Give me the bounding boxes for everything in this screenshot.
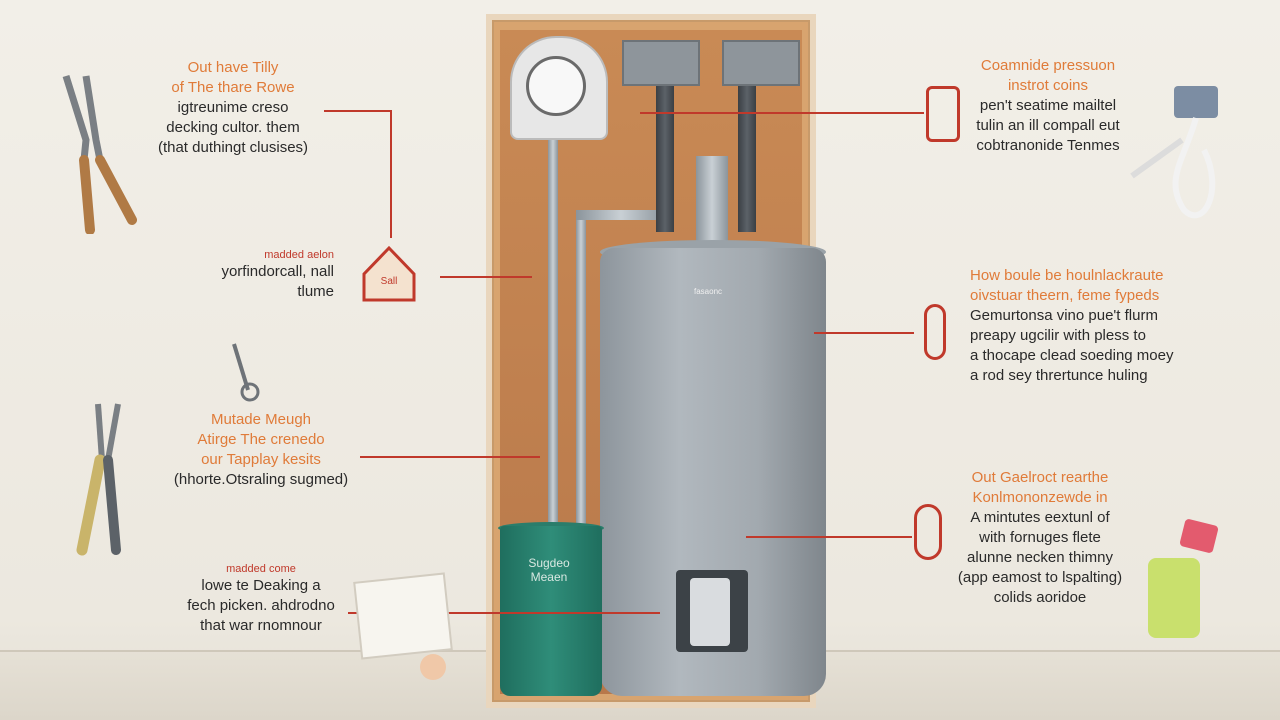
supply-pipe-horizontal bbox=[576, 210, 666, 220]
leak-detector-bottle-icon bbox=[1148, 519, 1219, 638]
bucket-label-line1: Sugdeo bbox=[528, 556, 570, 570]
callout-lower-left: Mutade Meugh Atirge The crenedo our Tapp… bbox=[166, 410, 356, 490]
callout-lower-left-title-2: Atirge The crenedo bbox=[197, 431, 325, 448]
connector-line-mid-left bbox=[440, 276, 532, 278]
wire-stripper-icon bbox=[76, 403, 121, 556]
connector-line-top-left-h bbox=[324, 110, 392, 112]
callout-bottom-left-body-2: fech picken. ahdrodno bbox=[187, 597, 335, 614]
flue-vent bbox=[696, 156, 728, 242]
callout-bottom-left-small: madded come bbox=[226, 563, 296, 575]
drain-bucket bbox=[500, 526, 602, 696]
connector-line-top-left-v bbox=[390, 110, 392, 238]
shutoff-valve-right bbox=[722, 40, 800, 86]
callout-top-left-body-1: igtreunime creso bbox=[177, 99, 289, 116]
callout-top-right-body-3: cobtranonide Tenmes bbox=[976, 137, 1120, 154]
hose-clamp-icon bbox=[1130, 86, 1218, 219]
instruction-sheet-icon bbox=[353, 572, 453, 660]
callout-mid-right-title-2: oivstuar theern, feme fypeds bbox=[970, 287, 1160, 304]
valve-symbol-icon bbox=[926, 86, 960, 142]
bucket-label: Sugdeo Meaen bbox=[516, 556, 582, 584]
callout-bottom-left-body-3: that war rnomnour bbox=[200, 617, 322, 634]
callout-mid-right-body-3: a thocape clead soeding moey bbox=[970, 347, 1174, 364]
thermostat-cover bbox=[690, 578, 730, 646]
callout-mid-left-body-2: tlume bbox=[297, 283, 334, 300]
callout-lower-right-body-3: alunne necken thimny bbox=[967, 549, 1113, 566]
callout-lower-left-body-1: (hhorte.Otsraling sugmed) bbox=[173, 471, 349, 488]
callout-mid-left-small: madded aelon bbox=[264, 249, 334, 261]
callout-lower-right-body-5: colids aoridoe bbox=[993, 589, 1087, 606]
callout-top-left-title-2: of The thare Rowe bbox=[171, 79, 295, 96]
supply-pipe-vertical bbox=[576, 210, 586, 530]
callout-mid-right-body-1: Gemurtonsa vino pue't flurm bbox=[970, 307, 1158, 324]
warning-house-icon: Sall bbox=[362, 245, 416, 302]
callout-lower-right-title-1: Out Gaelroct rearthe bbox=[971, 469, 1109, 486]
connector-line-mid-right bbox=[814, 332, 914, 334]
callout-lower-right-body-2: with fornuges flete bbox=[979, 529, 1101, 546]
callout-top-right: Coamnide pressuon instrot coins pen't se… bbox=[968, 56, 1128, 156]
wrench-icon bbox=[232, 343, 260, 402]
cold-inlet-pipe bbox=[656, 82, 674, 232]
callout-mid-right-body-2: preapy ugcilir with pless to bbox=[970, 327, 1146, 344]
connector-line-top-right bbox=[640, 112, 924, 114]
callout-mid-right: How boule be houlnlackraute oivstuar the… bbox=[970, 266, 1230, 386]
thermometer-icon bbox=[924, 304, 946, 360]
callout-lower-right-body-4: (app eamost to lspalting) bbox=[957, 569, 1123, 586]
pressure-gauge-icon bbox=[526, 56, 586, 116]
pliers-icon bbox=[62, 74, 137, 234]
callout-top-left-body-2: decking cultor. them bbox=[166, 119, 300, 136]
egg-ball-icon bbox=[420, 654, 446, 680]
callout-top-left: Out have Tilly of The thare Rowe igtreun… bbox=[148, 58, 318, 158]
callout-top-right-title-2: instrot coins bbox=[1007, 77, 1089, 94]
callout-mid-left: madded aelon yorfindorcall, nall tlume bbox=[214, 248, 334, 302]
callout-mid-left-body-1: yorfindorcall, nall bbox=[221, 263, 334, 280]
callout-top-right-title-1: Coamnide pressuon bbox=[980, 57, 1116, 74]
callout-bottom-left: madded come lowe te Deaking a fech picke… bbox=[176, 562, 346, 636]
anode-rod-icon bbox=[914, 504, 942, 560]
callout-mid-right-title-1: How boule be houlnlackraute bbox=[970, 267, 1164, 284]
connector-line-lower-right bbox=[746, 536, 912, 538]
warning-house-label: Sall bbox=[381, 276, 398, 287]
callout-top-right-body-1: pen't seatime mailtel bbox=[979, 97, 1117, 114]
callout-lower-left-title-1: Mutade Meugh bbox=[210, 411, 312, 428]
callout-lower-right-body-1: A mintutes eextunl of bbox=[970, 509, 1110, 526]
hot-outlet-pipe bbox=[738, 82, 756, 232]
connector-line-lower-left bbox=[360, 456, 540, 458]
callout-mid-right-body-4: a rod sey thrertunce huling bbox=[970, 367, 1148, 384]
callout-lower-right-title-2: Konlmononzewde in bbox=[972, 489, 1108, 506]
bucket-label-line2: Meaen bbox=[530, 570, 568, 584]
callout-top-right-body-2: tulin an ill compall eut bbox=[976, 117, 1120, 134]
callout-lower-left-title-3: our Tapplay kesits bbox=[201, 451, 321, 468]
brand-label: fasaonc bbox=[694, 287, 723, 296]
callout-top-left-body-3: (that duthingt clusises) bbox=[157, 139, 309, 156]
callout-bottom-left-body-1: lowe te Deaking a bbox=[201, 577, 321, 594]
connector-line-bottom-left bbox=[348, 612, 660, 614]
callout-lower-right: Out Gaelroct rearthe Konlmononzewde in A… bbox=[950, 468, 1130, 608]
shutoff-valve-left bbox=[622, 40, 700, 86]
callout-top-left-title-1: Out have Tilly bbox=[187, 59, 279, 76]
gas-pipe-vertical bbox=[548, 140, 558, 530]
